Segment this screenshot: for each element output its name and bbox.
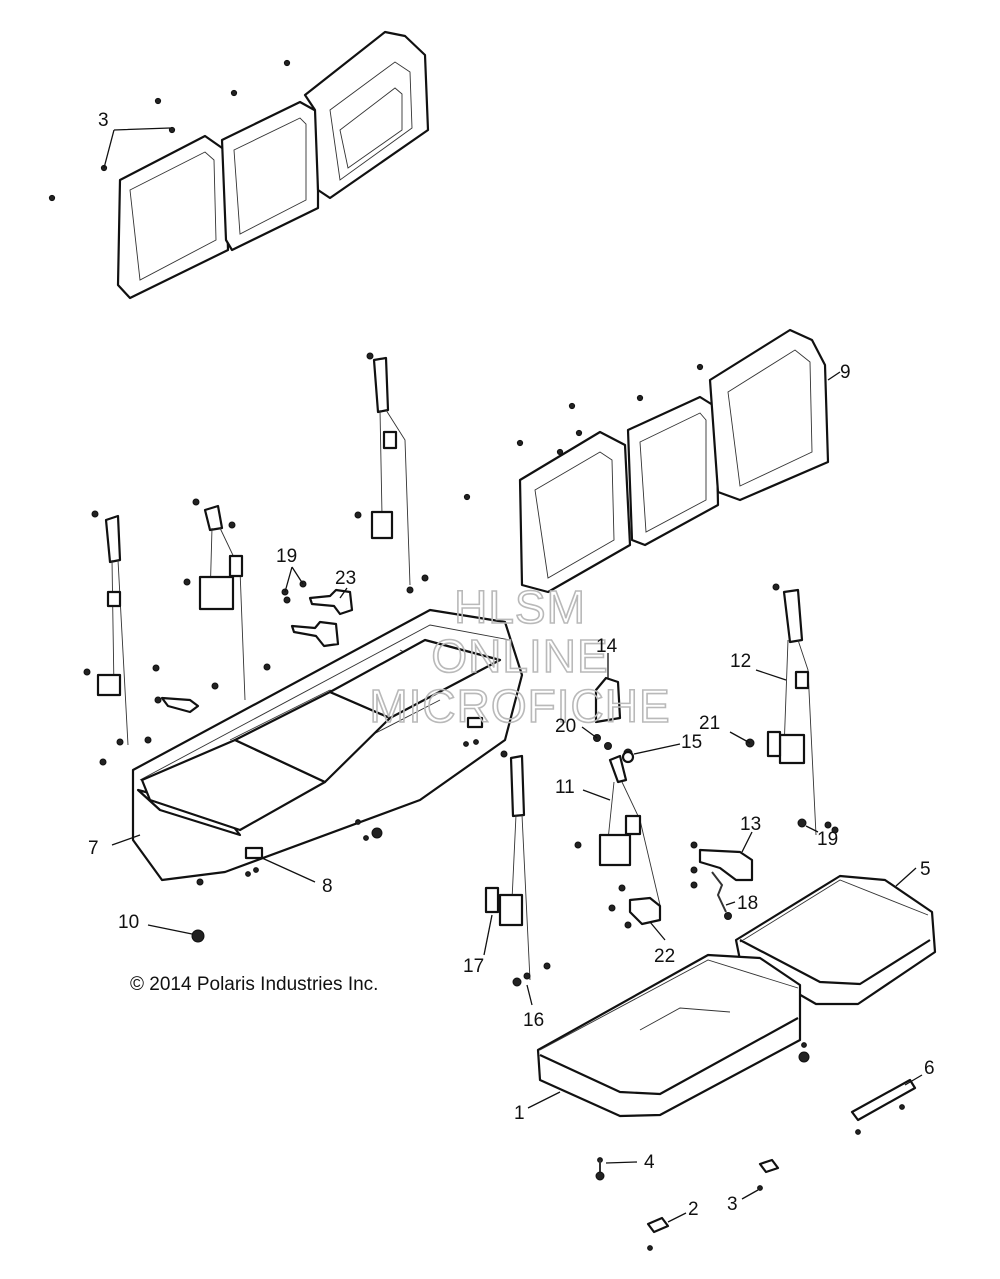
clip-3 [757, 1158, 780, 1191]
callout-11: 11 [555, 777, 575, 798]
callout-17: 17 [463, 956, 484, 977]
watermark-line-2: ONLINE [431, 630, 608, 682]
bolt-19-lower [797, 818, 807, 828]
callout-22: 22 [654, 946, 675, 967]
leader-2 [667, 1212, 687, 1223]
copyright-notice: © 2014 Polaris Industries Inc. [130, 974, 378, 995]
callout-14: 14 [596, 636, 618, 657]
callout-10: 10 [118, 912, 139, 933]
leader-13 [741, 831, 753, 853]
leader-6 [904, 1074, 923, 1086]
leader-22 [649, 921, 666, 941]
seat-belt-assembly-17 [484, 750, 551, 987]
callout-3: 3 [98, 110, 109, 131]
leader-3a [103, 127, 171, 169]
callout-4: 4 [644, 1152, 655, 1173]
leader-7 [111, 834, 141, 846]
leader-18 [725, 901, 736, 906]
fastener-4 [595, 1157, 605, 1181]
backrest-fasteners-middle [463, 363, 704, 501]
leader-10 [147, 924, 193, 935]
leader-11 [582, 789, 611, 801]
callout-12: 12 [730, 651, 751, 672]
leader-21 [729, 731, 751, 744]
clip-2 [646, 1216, 670, 1251]
rear-seat-backrest-upper [116, 30, 430, 300]
callout-21: 21 [699, 713, 720, 734]
seat-belt-assembly-12 [766, 583, 839, 836]
callout-15: 15 [681, 732, 702, 753]
callout-19: 19 [276, 546, 297, 567]
cap-15 [621, 750, 635, 764]
buckle-22 [608, 884, 662, 929]
leader-12 [755, 669, 787, 681]
backrest-fasteners-upper [48, 59, 291, 202]
nut-10 [191, 929, 205, 943]
seat-belt-assembly-11 [574, 748, 661, 906]
callout-19-lower: 19 [817, 829, 838, 850]
callout-16: 16 [523, 1010, 544, 1031]
watermark: HLSM ONLINE MICROFICHE [369, 580, 671, 733]
buckle-13 [690, 841, 754, 889]
callout-18: 18 [737, 893, 758, 914]
leader-16 [526, 984, 533, 1006]
callout-23: 23 [335, 568, 356, 589]
seat-belt-assembly-left [83, 510, 152, 766]
watermark-line-3: MICROFICHE [369, 680, 670, 732]
callout-6: 6 [924, 1058, 935, 1079]
leader-3b [741, 1189, 759, 1200]
leader-4 [605, 1161, 638, 1164]
callout-8: 8 [322, 876, 333, 897]
leader-19b [805, 825, 819, 833]
leader-8 [261, 857, 316, 883]
callout-9: 9 [840, 362, 851, 383]
buckle-23 [290, 588, 354, 648]
seat-bottom-fasteners [196, 716, 484, 886]
leader-23 [339, 587, 348, 599]
seat-cushion-1 [536, 953, 802, 1118]
callout-13: 13 [740, 814, 761, 835]
watermark-line-1: HLSM [454, 581, 586, 633]
leader-9 [827, 371, 841, 381]
seat-backrest-9 [518, 328, 830, 594]
leader-5 [895, 867, 917, 887]
wire-18 [711, 871, 732, 920]
part-14 [594, 676, 622, 724]
leader-1 [527, 1091, 561, 1109]
leader-19a [284, 566, 304, 593]
fastener-near-1 [798, 1042, 810, 1063]
leader-17 [483, 914, 493, 956]
callout-5: 5 [920, 859, 931, 880]
callout-2: 2 [688, 1199, 699, 1220]
callout-20: 20 [555, 716, 576, 737]
seat-belt-assembly-rear-center [354, 352, 429, 594]
callout-labels: 3 9 19 23 14 12 20 15 21 11 13 19 7 8 5 … [88, 110, 935, 1220]
seat-belt-assembly-center [152, 498, 271, 714]
callout-1: 1 [514, 1103, 525, 1124]
bracket-6 [850, 1078, 917, 1135]
bench-seat-bottom-7 [131, 608, 524, 882]
callout-3-lower: 3 [727, 1194, 738, 1215]
leader-15 [633, 743, 681, 755]
leader-20 [581, 726, 598, 739]
seat-cushion-5 [734, 874, 937, 1006]
callout-7: 7 [88, 838, 99, 859]
